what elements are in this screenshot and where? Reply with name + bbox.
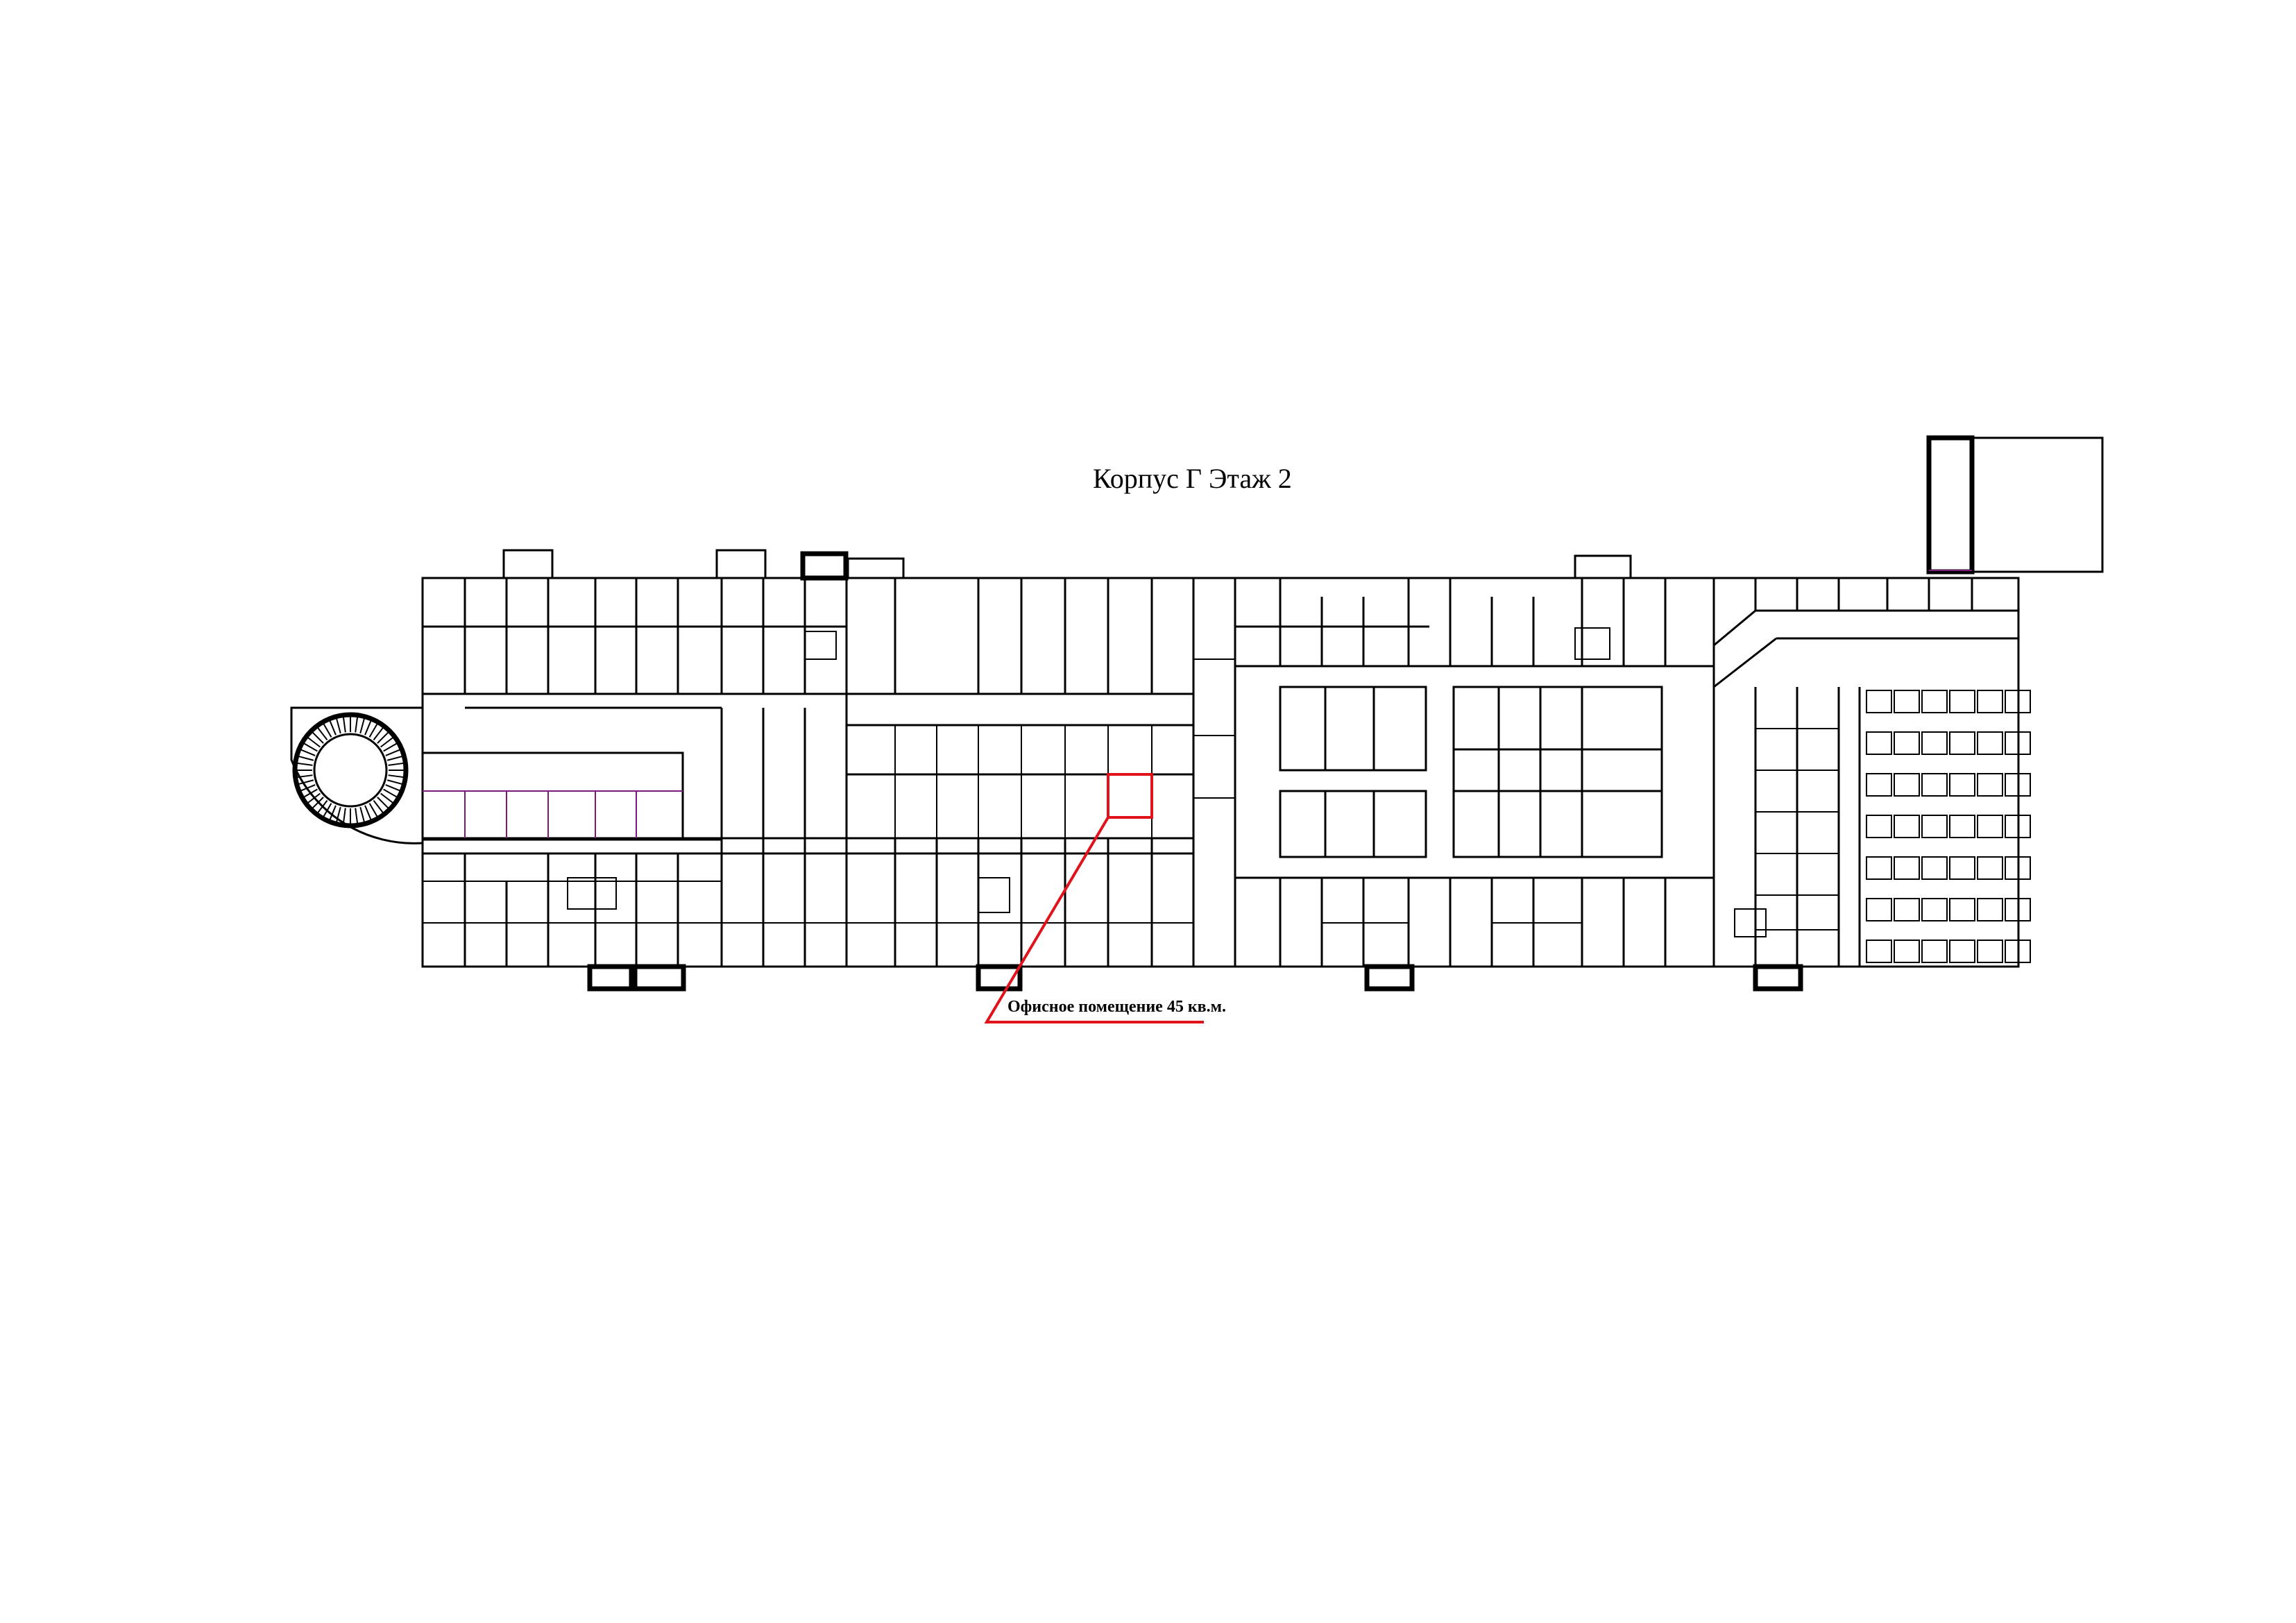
cubicle	[1977, 815, 2003, 838]
cubicle	[2005, 898, 2031, 921]
stair-tread	[368, 722, 378, 738]
cubicle	[1866, 940, 1892, 963]
interior-walls	[421, 578, 2018, 967]
stair-tread	[329, 720, 337, 736]
page-title: Корпус Г Этаж 2	[1093, 463, 1292, 494]
cubicle	[1977, 690, 2003, 713]
stair-tread	[388, 762, 405, 766]
callout-leader-line	[984, 816, 1204, 1023]
cubicle	[1866, 815, 1892, 838]
stair-tread	[373, 800, 384, 814]
stair-tread	[380, 792, 394, 804]
cubicle	[2005, 940, 2031, 963]
cubicle-grid	[1866, 690, 2031, 963]
cubicle	[1949, 940, 1975, 963]
stair-tread	[342, 716, 346, 733]
cubicle	[2005, 815, 2031, 838]
cubicle	[1866, 731, 1892, 755]
stair-tread	[296, 774, 313, 779]
stair-tread	[342, 808, 346, 824]
cubicle	[1977, 856, 2003, 880]
stair-tread	[377, 797, 389, 809]
cubicle	[1949, 815, 1975, 838]
stair-tread	[368, 803, 378, 818]
stair-tread	[329, 805, 337, 821]
cubicle	[1894, 940, 1920, 963]
cubicle	[1977, 731, 2003, 755]
cubicle	[1949, 690, 1975, 713]
cubicle	[1949, 773, 1975, 797]
cubicle	[2005, 773, 2031, 797]
stair-tread	[386, 779, 403, 785]
stair-tread	[307, 792, 321, 804]
cubicle	[1977, 940, 2003, 963]
stair-tread	[385, 749, 401, 756]
stair-tread	[359, 717, 366, 734]
cubicle	[2005, 731, 2031, 755]
cubicle	[1894, 856, 1920, 880]
stair-tread	[312, 797, 324, 809]
stair-tread	[335, 717, 341, 734]
cubicle	[1977, 773, 2003, 797]
stair-tread	[364, 805, 372, 821]
stair-tread	[385, 784, 401, 792]
stair-tread	[312, 731, 324, 744]
stair-tread	[335, 806, 341, 823]
cubicle	[1921, 856, 1948, 880]
highlighted-office[interactable]	[1107, 773, 1153, 819]
cubicle	[1894, 690, 1920, 713]
stair-tread	[300, 749, 316, 756]
cubicle	[1977, 898, 2003, 921]
cubicle	[2005, 690, 2031, 713]
stair-tread	[373, 726, 384, 740]
cubicle	[1894, 898, 1920, 921]
stair-tread	[383, 788, 398, 798]
cubicle	[2005, 856, 2031, 880]
building-outline	[421, 435, 2104, 992]
stair-tread	[303, 788, 318, 798]
cubicle	[1866, 898, 1892, 921]
cubicle	[1866, 773, 1892, 797]
stair-tread	[316, 726, 328, 740]
stair-tread	[296, 762, 313, 766]
office-callout-label: Офисное помещение 45 кв.м.	[1007, 998, 1226, 1016]
stair-tread	[298, 779, 314, 785]
stair-tread	[298, 755, 314, 761]
stair-tread	[383, 742, 398, 752]
stair-tread	[364, 720, 372, 736]
stair-tread	[323, 722, 332, 738]
cubicle	[1894, 815, 1920, 838]
stair-tread	[380, 736, 394, 748]
cubicle	[1921, 898, 1948, 921]
stair-tread	[300, 784, 316, 792]
stair-tread	[359, 806, 366, 823]
spiral-staircase	[290, 706, 424, 844]
stair-tread	[303, 742, 318, 752]
cubicle	[1894, 731, 1920, 755]
cubicle	[1949, 898, 1975, 921]
stair-tread	[355, 716, 359, 733]
stair-tread	[307, 736, 321, 748]
cubicle	[1949, 731, 1975, 755]
cubicle	[1894, 773, 1920, 797]
cubicle	[1921, 815, 1948, 838]
stair-tread	[386, 755, 403, 761]
stair-tread	[355, 808, 359, 824]
cubicle	[1866, 690, 1892, 713]
cubicle	[1921, 690, 1948, 713]
cubicle	[1921, 940, 1948, 963]
accent-partitions	[423, 570, 1972, 838]
stair-tread	[316, 800, 328, 814]
cubicle	[1866, 856, 1892, 880]
cubicle	[1921, 731, 1948, 755]
sanitary-block-west	[567, 627, 1767, 937]
stair-tread	[377, 731, 389, 744]
stair-tread	[388, 774, 405, 779]
cubicle	[1921, 773, 1948, 797]
cubicle	[1949, 856, 1975, 880]
stair-tread	[323, 803, 332, 818]
